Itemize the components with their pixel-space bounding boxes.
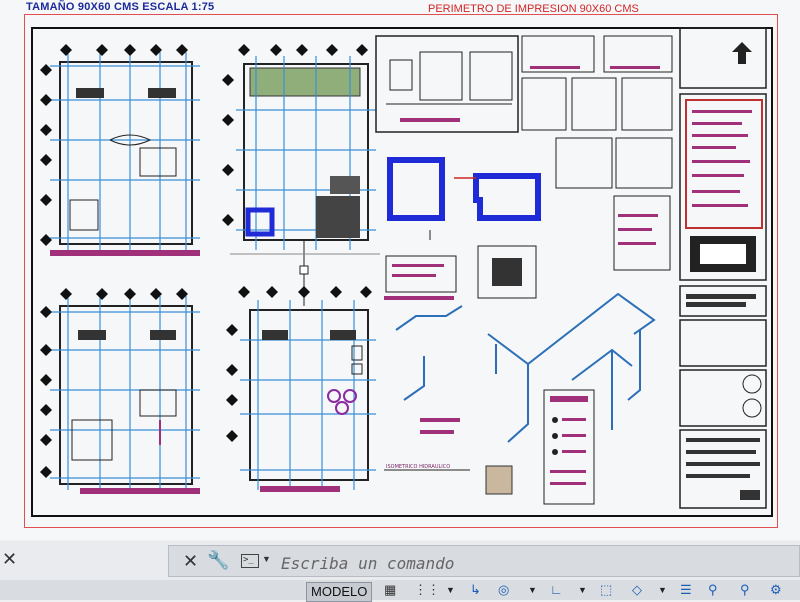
- chevron-down-icon[interactable]: ▼: [262, 554, 271, 564]
- highlight-box-3: [473, 173, 541, 221]
- floor-plan-4: [226, 274, 376, 492]
- note-box-1: [384, 255, 457, 300]
- infer-constraints-icon[interactable]: ↳: [470, 582, 481, 597]
- workspace-icon[interactable]: ⚙: [770, 582, 782, 597]
- highlight-box-1: [245, 207, 275, 237]
- highlight-box-2: [387, 157, 445, 221]
- chevron-down-icon[interactable]: ▼: [446, 585, 455, 595]
- chevron-down-icon[interactable]: ▼: [658, 585, 667, 595]
- drawing-title: TAMAÑO 90X60 CMS ESCALA 1:75: [26, 1, 215, 13]
- drawing-canvas[interactable]: TAMAÑO 90X60 CMS ESCALA 1:75 PERIMETRO D…: [0, 0, 800, 540]
- snap-grid-icon[interactable]: ⋮⋮: [414, 582, 440, 597]
- wrench-icon[interactable]: 🔧: [207, 550, 230, 570]
- print-perimeter-label: PERIMETRO DE IMPRESION 90X60 CMS: [428, 3, 639, 15]
- command-line[interactable]: ✕ 🔧 >_ ▼: [168, 545, 800, 577]
- floor-plan-2: [222, 44, 380, 275]
- sheet-border: [31, 27, 773, 517]
- ortho-mode-icon[interactable]: ∟: [550, 582, 563, 597]
- status-bar: MODELO ▦ ⋮⋮ ▼ ↳ ◎ ▼ ∟ ▼ ⬚ ◇ ▼ ☰ ⚲ ⚲ ⚙: [0, 580, 800, 602]
- object-snap-icon[interactable]: ⬚: [600, 582, 613, 597]
- command-prompt-icon[interactable]: >_: [241, 554, 259, 568]
- title-block: [679, 27, 767, 509]
- close-icon[interactable]: ✕: [183, 551, 199, 571]
- detail-grid: [521, 35, 673, 271]
- close-icon[interactable]: ✕: [2, 549, 18, 569]
- floor-plan-1: [40, 44, 200, 256]
- tank-iso: [485, 465, 513, 495]
- tank-detail: [375, 35, 519, 133]
- grid-display-icon[interactable]: ▦: [384, 582, 397, 597]
- floor-plan-3: [40, 288, 200, 494]
- legend-box: [543, 389, 595, 505]
- annotation-visibility-icon[interactable]: ⚲: [740, 582, 750, 597]
- tab-model[interactable]: MODELO: [306, 582, 373, 602]
- cistern-detail: [477, 245, 537, 299]
- polar-tracking-icon[interactable]: ◎: [498, 582, 510, 597]
- isometric-hydraulic: [395, 292, 656, 443]
- chevron-down-icon[interactable]: ▼: [578, 585, 587, 595]
- command-line-bar: ✕ ✕ 🔧 >_ ▼: [0, 541, 800, 581]
- snap-tracking-icon[interactable]: ◇: [632, 582, 642, 597]
- command-input[interactable]: [279, 550, 783, 576]
- lineweight-icon[interactable]: ☰: [680, 582, 692, 597]
- annotation-scale-icon[interactable]: ⚲: [708, 582, 718, 597]
- north-arrow: [732, 42, 752, 64]
- chevron-down-icon[interactable]: ▼: [528, 585, 537, 595]
- print-perimeter-frame: [24, 14, 778, 528]
- isometric-label: ISOMETRICO HIDRAULICO: [386, 464, 450, 470]
- cad-drawing: ISOMETRICO HIDRAULICO: [31, 27, 773, 517]
